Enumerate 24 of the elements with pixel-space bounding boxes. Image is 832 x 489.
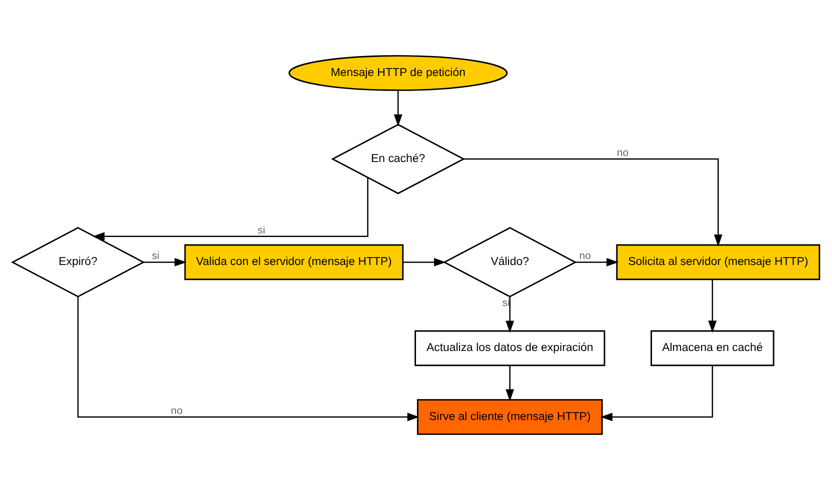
arrow xyxy=(464,158,722,246)
arrow xyxy=(403,257,446,266)
node-box: Sirve al cliente (mensaje HTTP) xyxy=(416,398,603,434)
edge-label: si xyxy=(258,224,266,236)
node-diamond: En caché? xyxy=(331,123,466,194)
node-diamond: Expiró? xyxy=(11,226,145,297)
arrow xyxy=(576,257,619,266)
arrow xyxy=(394,90,402,126)
arrow xyxy=(600,365,714,421)
node-box: Actualiza los datos de expiración xyxy=(414,330,606,366)
arrow xyxy=(92,177,368,240)
edge-label: no xyxy=(616,146,629,158)
edge-label: no xyxy=(579,250,591,262)
arrow xyxy=(506,365,514,401)
node-diamond: Válido? xyxy=(442,226,577,297)
edge-label: no xyxy=(170,404,183,416)
arrow xyxy=(144,257,187,266)
node-box: Solicita al servidor (mensaje HTTP) xyxy=(616,244,820,280)
node-ellipse: Mensaje HTTP de petición xyxy=(288,54,508,90)
arrow xyxy=(77,296,420,421)
node-box: Almacena en caché xyxy=(650,330,774,366)
arrow xyxy=(708,279,717,332)
edge-label: si xyxy=(152,250,160,262)
node-box: Valida con el servidor (mensaje HTTP) xyxy=(184,244,404,280)
